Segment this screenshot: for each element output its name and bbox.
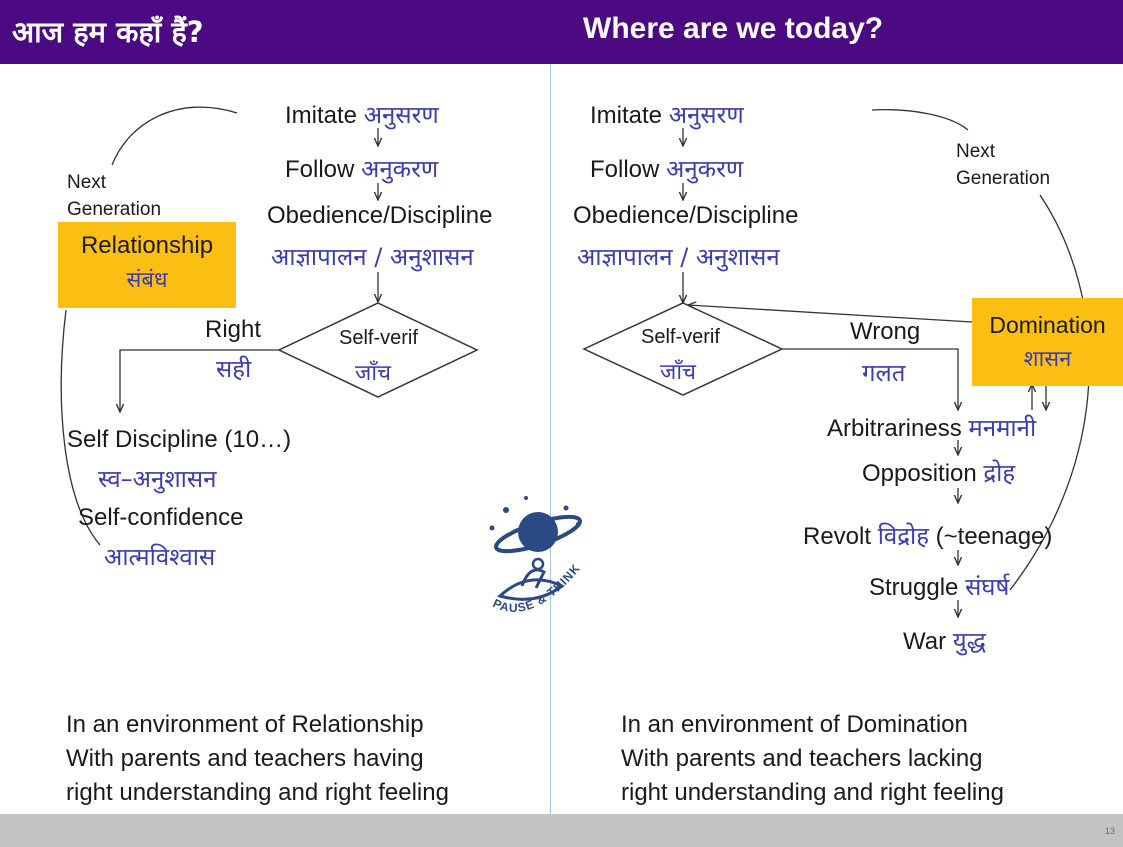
right-step-imitate: Imitate अनुसरण xyxy=(590,98,744,131)
right-box-label-en: Domination xyxy=(989,312,1106,338)
left-next-generation-line2: Generation xyxy=(67,199,162,220)
right-decision-diamond xyxy=(582,302,784,396)
left-caption: In an environment of Relationship With p… xyxy=(66,708,449,810)
right-outcome-struggle: Struggle संघर्ष xyxy=(869,570,1009,603)
right-outcome-war-en: War xyxy=(903,628,947,655)
right-decision-label-hi: जाँच xyxy=(660,360,696,385)
right-outcome-war: War युद्ध xyxy=(903,624,986,657)
left-outcome-self-confidence-en: Self-confidence xyxy=(78,504,244,531)
right-step-imitate-en: Imitate xyxy=(590,102,663,129)
right-decision-label-en: Self-verif xyxy=(641,326,720,348)
right-outcome-revolt-note: (~teenage) xyxy=(935,523,1053,550)
right-step-imitate-hi: अनुसरण xyxy=(668,101,744,129)
left-relationship-box: Relationship संबंध xyxy=(58,222,236,308)
right-step-follow: Follow अनुकरण xyxy=(590,152,743,185)
left-caption-line-3: right understanding and right feeling xyxy=(66,779,449,806)
right-next-gen-curve-top xyxy=(871,109,969,131)
right-next-generation-line1: Next xyxy=(956,141,996,162)
right-domination-box: Domination शासन xyxy=(972,298,1123,386)
right-step-follow-hi: अनुकरण xyxy=(666,155,744,183)
right-caption-line-1: In an environment of Domination xyxy=(621,711,968,738)
left-step-imitate-en: Imitate xyxy=(285,102,358,129)
left-step-follow-hi: अनुकरण xyxy=(361,155,439,183)
slide-number: 13 xyxy=(1104,826,1115,836)
right-outcome-opposition-hi: द्रोह xyxy=(983,459,1016,487)
left-step-obedience-hi: आज्ञापालन / अनुशासन xyxy=(271,243,474,271)
left-outcome-self-discipline-hi: स्व–अनुशासन xyxy=(98,465,217,493)
title-hindi: आज हम कहाँ हैं? xyxy=(12,15,204,49)
right-step-obedience-hi: आज्ञापालन / अनुशासन xyxy=(577,243,780,271)
left-next-gen-curve-bottom xyxy=(60,309,101,546)
right-caption-line-3: right understanding and right feeling xyxy=(621,779,1004,806)
left-decision-label-en: Self-verif xyxy=(339,327,418,349)
right-wrong-branch xyxy=(782,348,958,410)
right-outcome-struggle-en: Struggle xyxy=(869,574,959,601)
footer-bar: 13 xyxy=(0,814,1123,847)
center-divider xyxy=(550,64,551,816)
left-outcome-self-confidence-hi: आत्मविश्वास xyxy=(104,543,216,571)
left-step-imitate: Imitate अनुसरण xyxy=(285,98,439,131)
right-outcome-revolt: Revolt विद्रोह (~teenage) xyxy=(803,519,1052,552)
title-bar: आज हम कहाँ हैं? Where are we today? xyxy=(0,0,1123,64)
right-outcome-arbitrariness-en: Arbitrariness xyxy=(827,415,962,442)
left-step-imitate-hi: अनुसरण xyxy=(363,101,439,129)
right-step-follow-en: Follow xyxy=(590,156,660,183)
left-right-branch xyxy=(120,349,279,412)
right-branch-label-en: Wrong xyxy=(850,318,921,345)
left-decision-diamond xyxy=(277,302,479,398)
right-outcome-struggle-hi: संघर्ष xyxy=(965,573,1010,601)
right-outcome-opposition: Opposition द्रोह xyxy=(862,456,1015,489)
right-outcome-opposition-en: Opposition xyxy=(862,460,977,487)
left-caption-line-2: With parents and teachers having xyxy=(66,745,424,772)
right-outcome-war-hi: युद्ध xyxy=(952,627,986,655)
left-caption-line-1: In an environment of Relationship xyxy=(66,711,424,738)
right-caption-line-2: With parents and teachers lacking xyxy=(621,745,983,772)
right-outcome-arbitrariness-hi: मनमानी xyxy=(968,414,1037,442)
left-box-label-hi: संबंध xyxy=(126,268,168,293)
left-step-follow: Follow अनुकरण xyxy=(285,152,438,185)
left-box-label-en: Relationship xyxy=(80,232,214,259)
right-next-generation-line2: Generation xyxy=(956,168,1051,189)
right-outcome-arbitrariness: Arbitrariness मनमानी xyxy=(827,411,1036,444)
left-step-follow-en: Follow xyxy=(285,156,355,183)
right-outcome-revolt-hi: विद्रोह xyxy=(877,522,929,550)
left-branch-label-hi: सही xyxy=(216,355,252,383)
left-next-gen-curve-top xyxy=(111,106,238,166)
right-branch-label-hi: गलत xyxy=(862,359,906,387)
right-caption: In an environment of Domination With par… xyxy=(621,708,1004,810)
right-box-label-hi: शासन xyxy=(1023,347,1072,372)
pause-and-think-logo-icon: PAUSE & THINK xyxy=(489,496,582,615)
left-outcome-self-discipline-en: Self Discipline (10…) xyxy=(67,426,292,453)
right-outcome-revolt-en: Revolt xyxy=(803,523,872,550)
right-step-obedience-en: Obedience/Discipline xyxy=(573,202,799,229)
right-domination-feedback xyxy=(688,305,973,323)
left-branch-label-en: Right xyxy=(205,316,262,343)
left-next-generation-line1: Next xyxy=(67,172,107,193)
title-english: Where are we today? xyxy=(583,12,884,45)
left-step-obedience-en: Obedience/Discipline xyxy=(267,202,493,229)
left-decision-label-hi: जाँच xyxy=(355,361,391,386)
